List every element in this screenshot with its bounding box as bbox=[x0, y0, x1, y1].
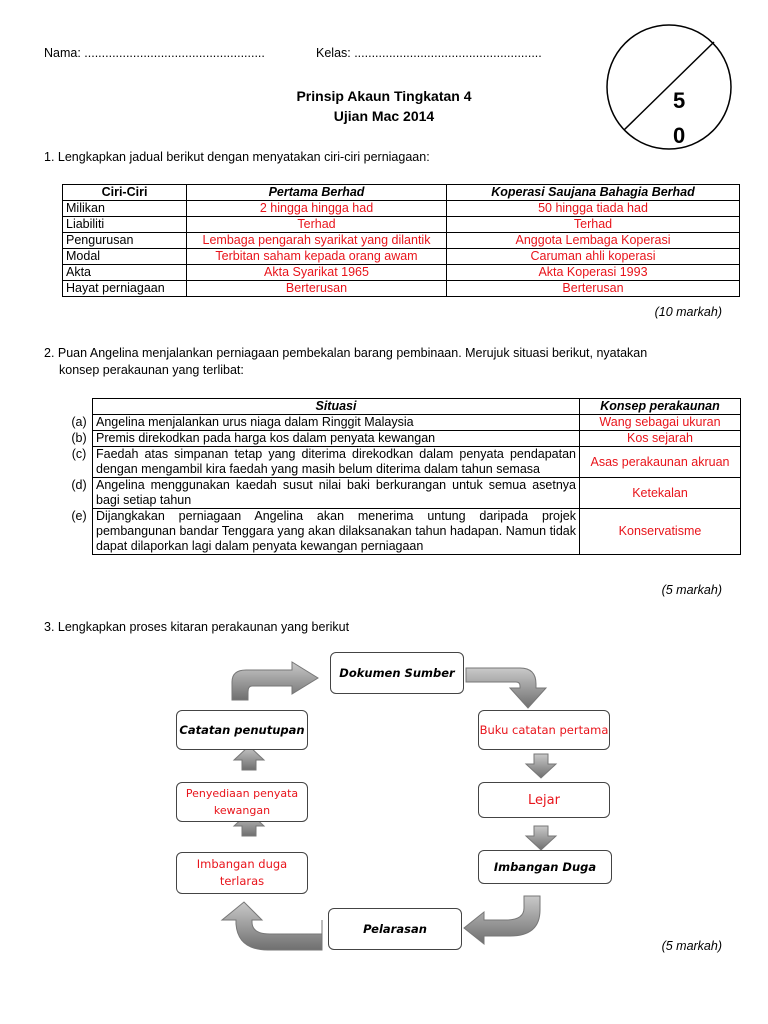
situasi-cell: Faedah atas simpanan tetap yang diterima… bbox=[92, 446, 580, 478]
q2-marks: (5 markah) bbox=[661, 583, 722, 597]
question-2: 2. Puan Angelina menjalankan perniagaan … bbox=[44, 345, 647, 379]
score-bottom: 0 bbox=[673, 125, 686, 144]
title-line-2: Ujian Mac 2014 bbox=[333, 108, 435, 124]
header-koperasi: Koperasi Saujana Bahagia Berhad bbox=[446, 184, 740, 201]
lejar-text: Lejar bbox=[528, 792, 560, 808]
situasi-cell: Angelina menjalankan urus niaga dalam Ri… bbox=[92, 414, 580, 431]
cycle-arrows bbox=[220, 661, 558, 951]
answer-cell: 2 hingga hingga had bbox=[186, 200, 447, 217]
row-label: (d) bbox=[71, 477, 87, 492]
table-row: (d) Angelina menggunakan kaedah susut ni… bbox=[66, 477, 741, 509]
konsep-cell: Asas perakaunan akruan bbox=[579, 446, 741, 478]
score-top: 5 bbox=[673, 88, 686, 113]
arrow-down-1 bbox=[524, 753, 558, 779]
arrow-down-2 bbox=[524, 825, 558, 851]
answer-cell: Terbitan saham kepada orang awam bbox=[186, 248, 447, 265]
table-row: Modal Terbitan saham kepada orang awam C… bbox=[62, 248, 740, 265]
table-ciri-ciri: Ciri-Ciri Pertama Berhad Koperasi Saujan… bbox=[62, 184, 740, 297]
box-lejar: Lejar bbox=[478, 782, 610, 818]
answer-cell: 50 hingga tiada had bbox=[446, 200, 740, 217]
table-row: (a) Angelina menjalankan urus niaga dala… bbox=[66, 414, 741, 431]
row-label: (c) bbox=[71, 446, 87, 461]
page-title: Prinsip Akaun Tingkatan 4 Ujian Mac 2014 bbox=[0, 86, 768, 126]
answer-cell: Terhad bbox=[186, 216, 447, 233]
table-header-row: Situasi Konsep perakaunan bbox=[66, 398, 741, 415]
table-row: (c) Faedah atas simpanan tetap yang dite… bbox=[66, 446, 741, 478]
situasi-cell: Premis direkodkan pada harga kos dalam p… bbox=[92, 430, 580, 447]
arrow-curve-bottom-right bbox=[463, 895, 541, 946]
answer-cell: Anggota Lembaga Koperasi bbox=[446, 232, 740, 249]
table-row: Akta Akta Syarikat 1965 Akta Koperasi 19… bbox=[62, 264, 740, 281]
penyediaan-penyata-text: Penyediaan penyata kewangan bbox=[185, 787, 299, 817]
answer-cell: Akta Syarikat 1965 bbox=[186, 264, 447, 281]
row-label: (e) bbox=[71, 508, 87, 523]
q3-marks: (5 markah) bbox=[661, 939, 722, 953]
arrow-up-2 bbox=[232, 745, 266, 771]
header-konsep: Konsep perakaunan bbox=[579, 398, 741, 415]
table-row: Pengurusan Lembaga pengarah syarikat yan… bbox=[62, 232, 740, 249]
arrow-curve-bottom-left bbox=[220, 901, 323, 951]
title-line-1: Prinsip Akaun Tingkatan 4 bbox=[296, 88, 472, 104]
row-label: (a) bbox=[71, 415, 87, 429]
table-situasi: Situasi Konsep perakaunan (a) Angelina m… bbox=[66, 398, 741, 555]
ciri-cell: Pengurusan bbox=[62, 232, 187, 249]
box-catatan-penutupan: Catatan penutupan bbox=[176, 710, 308, 750]
ciri-cell: Akta bbox=[62, 264, 187, 281]
konsep-cell: Kos sejarah bbox=[579, 430, 741, 447]
table-row: (b) Premis direkodkan pada harga kos dal… bbox=[66, 430, 741, 447]
ciri-cell: Liabiliti bbox=[62, 216, 187, 233]
answer-cell: Berterusan bbox=[446, 280, 740, 297]
question-1: 1. Lengkapkan jadual berikut dengan meny… bbox=[44, 150, 430, 164]
table-row: (e) Dijangkakan perniagaan Angelina akan… bbox=[66, 508, 741, 555]
answer-cell: Caruman ahli koperasi bbox=[446, 248, 740, 265]
empty-cell bbox=[66, 399, 93, 415]
header-situasi: Situasi bbox=[92, 398, 580, 415]
konsep-cell: Ketekalan bbox=[579, 477, 741, 509]
score-circle bbox=[606, 24, 732, 150]
ciri-cell: Hayat perniagaan bbox=[62, 280, 187, 297]
table-header-row: Ciri-Ciri Pertama Berhad Koperasi Saujan… bbox=[62, 184, 740, 201]
table-row: Milikan 2 hingga hingga had 50 hingga ti… bbox=[62, 200, 740, 217]
answer-cell: Berterusan bbox=[186, 280, 447, 297]
situasi-cell: Angelina menggunakan kaedah susut nilai … bbox=[92, 477, 580, 509]
box-imbangan-duga-terlaras: Imbangan duga terlaras bbox=[176, 852, 308, 894]
header-ciri: Ciri-Ciri bbox=[62, 184, 187, 201]
table-row: Liabiliti Terhad Terhad bbox=[62, 216, 740, 233]
ciri-cell: Milikan bbox=[62, 200, 187, 217]
box-dokumen-sumber: Dokumen Sumber bbox=[330, 652, 464, 694]
imbangan-duga-terlaras-text: Imbangan duga terlaras bbox=[196, 857, 288, 888]
header-pertama: Pertama Berhad bbox=[186, 184, 447, 201]
q1-marks: (10 markah) bbox=[654, 305, 722, 319]
konsep-cell: Wang sebagai ukuran bbox=[579, 414, 741, 431]
situasi-cell: Dijangkakan perniagaan Angelina akan men… bbox=[92, 508, 580, 555]
box-penyediaan-penyata: Penyediaan penyata kewangan bbox=[176, 782, 308, 822]
answer-cell: Akta Koperasi 1993 bbox=[446, 264, 740, 281]
konsep-cell: Konservatisme bbox=[579, 508, 741, 555]
question-3: 3. Lengkapkan proses kitaran perakaunan … bbox=[44, 620, 350, 634]
arrow-curve-top-left bbox=[231, 661, 319, 701]
table-row: Hayat perniagaan Berterusan Berterusan bbox=[62, 280, 740, 297]
box-imbangan-duga: Imbangan Duga bbox=[478, 850, 612, 884]
nama-field: Nama: ..................................… bbox=[44, 46, 265, 60]
answer-cell: Terhad bbox=[446, 216, 740, 233]
arrow-curve-top-right bbox=[465, 667, 548, 709]
kelas-field: Kelas: .................................… bbox=[316, 46, 542, 60]
ciri-cell: Modal bbox=[62, 248, 187, 265]
row-label: (b) bbox=[71, 431, 87, 445]
box-buku-catatan: Buku catatan pertama bbox=[478, 710, 610, 750]
buku-catatan-text: Buku catatan pertama bbox=[479, 722, 609, 737]
question-2-line-1: 2. Puan Angelina menjalankan perniagaan … bbox=[44, 346, 648, 360]
question-2-line-2: konsep perakaunan yang terlibat: bbox=[59, 363, 244, 377]
box-pelarasan: Pelarasan bbox=[328, 908, 462, 950]
answer-cell: Lembaga pengarah syarikat yang dilantik bbox=[186, 232, 447, 249]
